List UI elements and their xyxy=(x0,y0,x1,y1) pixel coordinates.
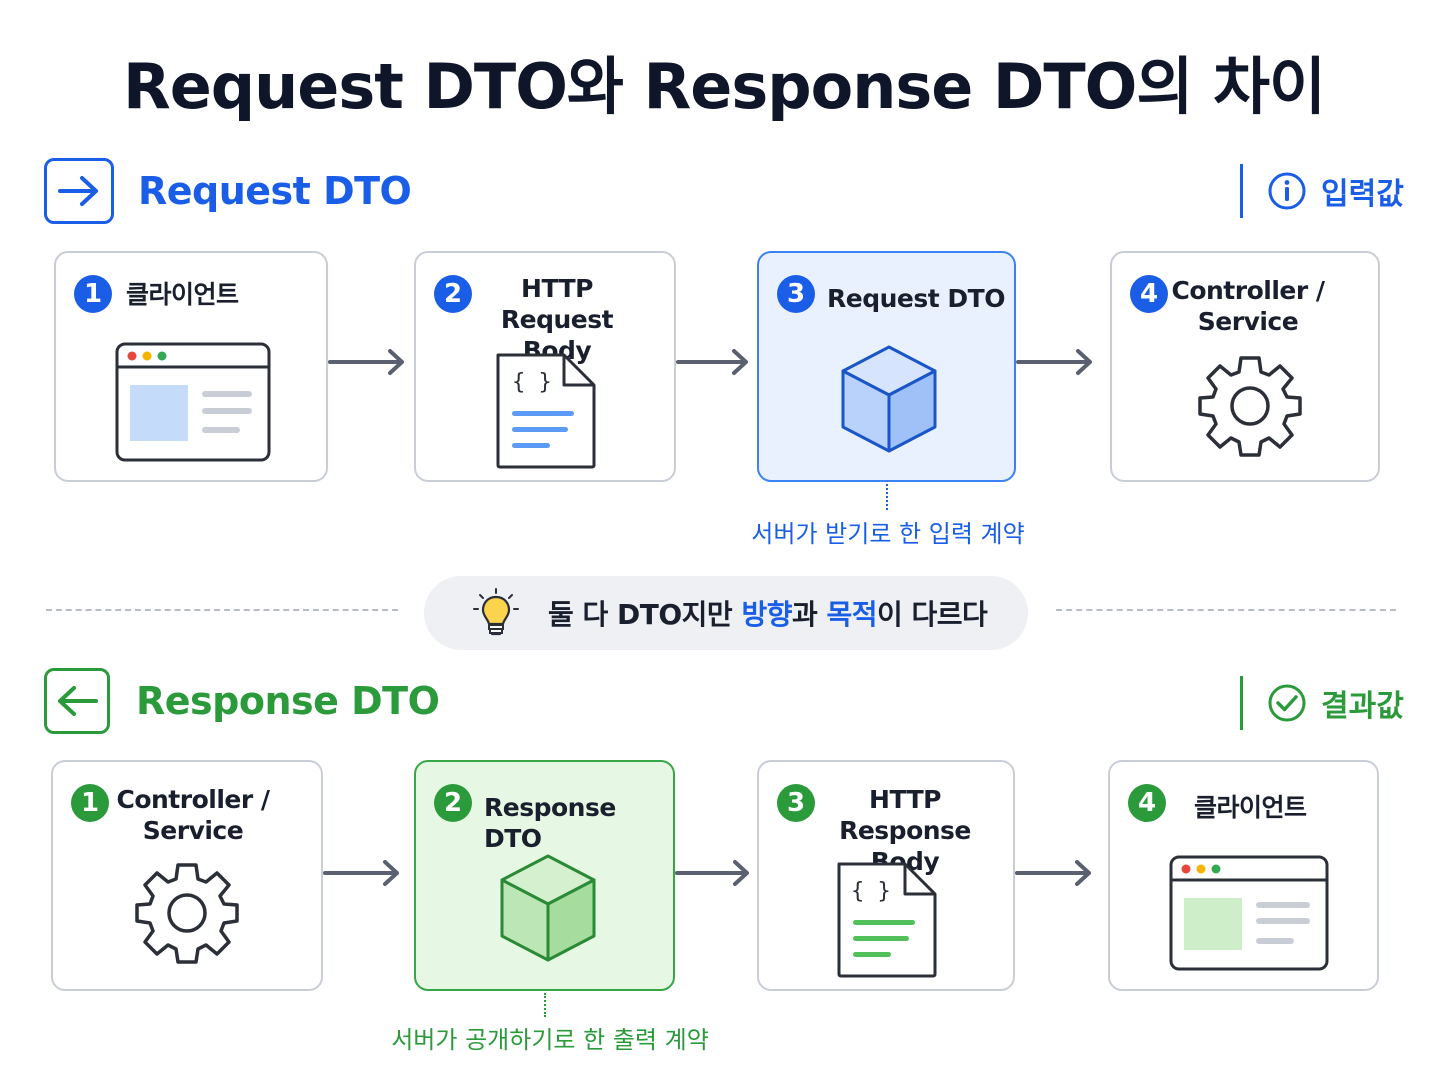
note-connector xyxy=(886,484,888,510)
step-title: Request DTO xyxy=(827,284,1005,313)
request-step-controller-card: 4 Controller / Service xyxy=(1110,251,1380,482)
page-title: Request DTO와 Response DTO의 차이 xyxy=(122,50,1326,123)
step-title-line1: Controller / xyxy=(1171,276,1325,305)
insight-text-part: 이 다르다 xyxy=(877,598,988,631)
json-document-icon: { } xyxy=(837,862,937,978)
step-title-line2: Request Body xyxy=(500,305,614,365)
step-number-badge: 1 xyxy=(74,275,112,313)
step-title: HTTP Request Body xyxy=(472,273,642,366)
lightbulb-icon xyxy=(473,588,519,636)
divider-right xyxy=(1056,609,1396,611)
request-contract-note: 서버가 받기로 한 입력 계약 xyxy=(751,520,1025,548)
response-section-header: Response DTO xyxy=(44,668,440,734)
step-title-line1: HTTP xyxy=(521,274,593,303)
gear-icon xyxy=(135,863,239,964)
insight-emphasis-purpose: 목적 xyxy=(826,598,878,631)
divider-left xyxy=(46,609,398,611)
key-insight-callout: 둘 다 DTO지만 방향과 목적이 다르다 xyxy=(424,576,1028,650)
step-title-line1: Controller / xyxy=(116,785,270,814)
json-document-icon: { } xyxy=(496,353,596,469)
step-title: Controller / Service xyxy=(1168,275,1328,337)
request-tag-label: 입력값 xyxy=(1321,177,1404,212)
step-title: 클라이언트 xyxy=(1194,793,1307,822)
gear-icon xyxy=(1198,356,1302,457)
request-section-title: Request DTO xyxy=(138,169,412,213)
step-title-line2: Service xyxy=(142,816,244,845)
browser-window-icon xyxy=(115,342,271,462)
step-number-badge: 4 xyxy=(1130,275,1168,313)
arrow-right-icon xyxy=(44,158,114,224)
request-step-http-body-card: 2 HTTP Request Body { } xyxy=(414,251,676,482)
step-number-badge: 2 xyxy=(434,275,472,313)
response-tag: 결과값 xyxy=(1240,676,1404,730)
request-tag: 입력값 xyxy=(1240,164,1404,218)
flow-arrow xyxy=(323,860,399,886)
svg-text:{ }: { } xyxy=(512,370,552,395)
response-tag-label: 결과값 xyxy=(1321,689,1404,724)
insight-emphasis-direction: 방향 xyxy=(741,598,792,631)
info-icon xyxy=(1268,172,1306,210)
arrow-left-icon xyxy=(44,668,110,734)
step-title-line1: HTTP xyxy=(869,785,941,814)
cube-icon xyxy=(500,854,596,962)
flow-arrow xyxy=(676,349,748,375)
step-number-badge: 3 xyxy=(777,784,815,822)
response-step-controller-card: 1 Controller / Service xyxy=(51,760,323,991)
response-step-dto-card: 2 Response DTO xyxy=(414,760,675,991)
browser-window-icon xyxy=(1169,855,1329,971)
step-number-badge: 3 xyxy=(777,275,815,313)
step-title: 클라이언트 xyxy=(126,280,239,309)
step-title: Response DTO xyxy=(484,793,616,853)
svg-text:{ }: { } xyxy=(851,879,891,904)
step-number-badge: 1 xyxy=(71,784,109,822)
request-step-dto-card: 3 Request DTO xyxy=(757,251,1016,482)
step-title-line2: Response Body xyxy=(839,816,971,876)
flow-arrow xyxy=(675,860,749,886)
flow-arrow xyxy=(328,349,404,375)
key-insight-text: 둘 다 DTO지만 방향과 목적이 다르다 xyxy=(548,593,988,633)
insight-text-part: 둘 다 DTO지만 xyxy=(548,598,742,631)
step-number-badge: 2 xyxy=(434,784,472,822)
response-contract-note: 서버가 공개하기로 한 출력 계약 xyxy=(391,1026,709,1054)
check-circle-icon xyxy=(1268,684,1306,722)
flow-arrow xyxy=(1015,860,1091,886)
response-step-http-body-card: 3 HTTP Response Body { } xyxy=(757,760,1015,991)
step-title-line2: Service xyxy=(1197,307,1299,336)
insight-text-part: 과 xyxy=(791,598,827,631)
step-number-badge: 4 xyxy=(1128,784,1166,822)
note-connector xyxy=(544,993,546,1017)
request-section-header: Request DTO xyxy=(44,158,412,224)
request-step-client-card: 1 클라이언트 xyxy=(54,251,328,482)
step-title: HTTP Response Body xyxy=(815,784,995,877)
cube-icon xyxy=(841,345,937,453)
response-section-title: Response DTO xyxy=(136,679,440,723)
response-step-client-card: 4 클라이언트 xyxy=(1108,760,1379,991)
step-title: Controller / Service xyxy=(113,784,273,846)
flow-arrow xyxy=(1016,349,1092,375)
